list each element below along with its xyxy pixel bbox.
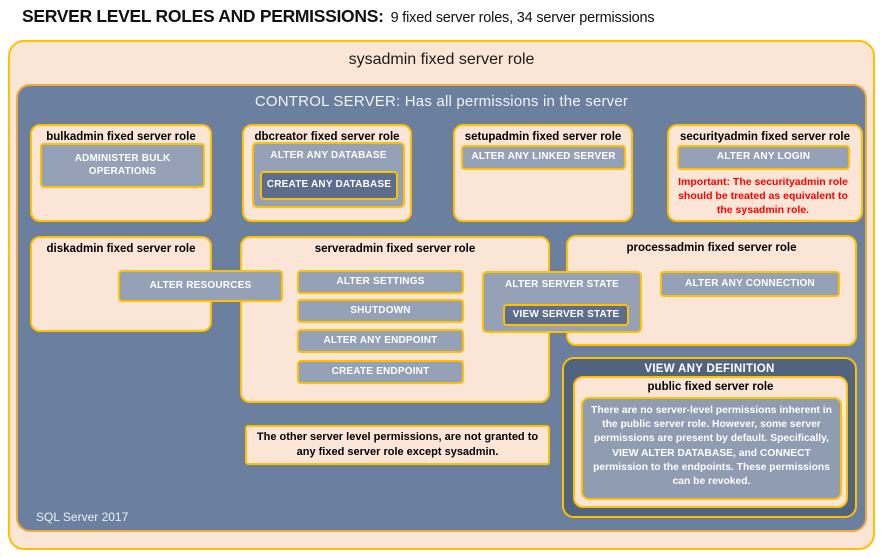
setupadmin-role-title: setupadmin fixed server role: [464, 131, 622, 143]
permission-alter-any-linked-server: ALTER ANY LINKED SERVER: [461, 145, 626, 170]
control-server-title: CONTROL SERVER: Has all permissions in t…: [254, 93, 629, 110]
bulkadmin-role-box: bulkadmin fixed server role ADMINISTER B…: [30, 124, 212, 222]
permission-create-endpoint: CREATE ENDPOINT: [297, 360, 464, 384]
permission-create-any-database: CREATE ANY DATABASE: [260, 171, 398, 200]
permission-alter-resources: ALTER RESOURCES: [118, 270, 283, 302]
other-permissions-note: The other server level permissions, are …: [245, 425, 550, 465]
permission-view-server-state: VIEW SERVER STATE: [503, 304, 629, 326]
securityadmin-role-box: securityadmin fixed server role ALTER AN…: [667, 124, 863, 222]
dbcreator-role-box: dbcreator fixed server role ALTER ANY DA…: [242, 124, 412, 222]
processadmin-role-box: processadmin fixed server role ALTER ANY…: [566, 235, 857, 346]
permission-administer-bulk-operations: ADMINISTER BULK OPERATIONS: [40, 143, 205, 188]
page-title-main: SERVER LEVEL ROLES AND PERMISSIONS:: [22, 6, 384, 26]
public-role-box: public fixed server role There are no se…: [573, 376, 848, 508]
permission-alter-any-endpoint: ALTER ANY ENDPOINT: [297, 329, 464, 353]
securityadmin-role-title: securityadmin fixed server role: [679, 131, 851, 143]
sysadmin-role-title: sysadmin fixed server role: [348, 51, 535, 68]
securityadmin-warning-note: Important: The securityadmin role should…: [678, 176, 848, 216]
permission-shutdown: SHUTDOWN: [297, 299, 464, 323]
sysadmin-role-box: sysadmin fixed server role CONTROL SERVE…: [8, 40, 875, 550]
processadmin-role-title: processadmin fixed server role: [626, 242, 797, 254]
permission-alter-any-database: ALTER ANY DATABASE CREATE ANY DATABASE: [252, 142, 405, 208]
permission-alter-server-state: ALTER SERVER STATE VIEW SERVER STATE: [482, 271, 642, 333]
view-any-definition-panel: VIEW ANY DEFINITION public fixed server …: [562, 357, 857, 518]
permission-alter-any-database-label: ALTER ANY DATABASE: [270, 150, 387, 161]
public-role-title: public fixed server role: [647, 381, 774, 393]
control-server-box: CONTROL SERVER: Has all permissions in t…: [16, 84, 867, 532]
permission-alter-settings: ALTER SETTINGS: [297, 270, 464, 294]
dbcreator-role-title: dbcreator fixed server role: [254, 131, 400, 143]
permission-view-any-definition: VIEW ANY DEFINITION: [644, 363, 775, 375]
serveradmin-role-title: serveradmin fixed server role: [314, 243, 476, 255]
permission-alter-any-login: ALTER ANY LOGIN: [677, 145, 850, 170]
public-role-note: There are no server-level permissions in…: [581, 397, 842, 500]
setupadmin-role-box: setupadmin fixed server role ALTER ANY L…: [453, 124, 633, 222]
permission-alter-server-state-label: ALTER SERVER STATE: [505, 279, 619, 290]
diskadmin-role-title: diskadmin fixed server role: [46, 243, 196, 255]
permission-alter-any-connection: ALTER ANY CONNECTION: [660, 271, 840, 297]
page-title: SERVER LEVEL ROLES AND PERMISSIONS: 9 fix…: [22, 6, 655, 27]
bulkadmin-role-title: bulkadmin fixed server role: [46, 131, 196, 143]
sql-server-version-label: SQL Server 2017: [36, 510, 129, 524]
page-title-subtitle: 9 fixed server roles, 34 server permissi…: [390, 10, 655, 26]
